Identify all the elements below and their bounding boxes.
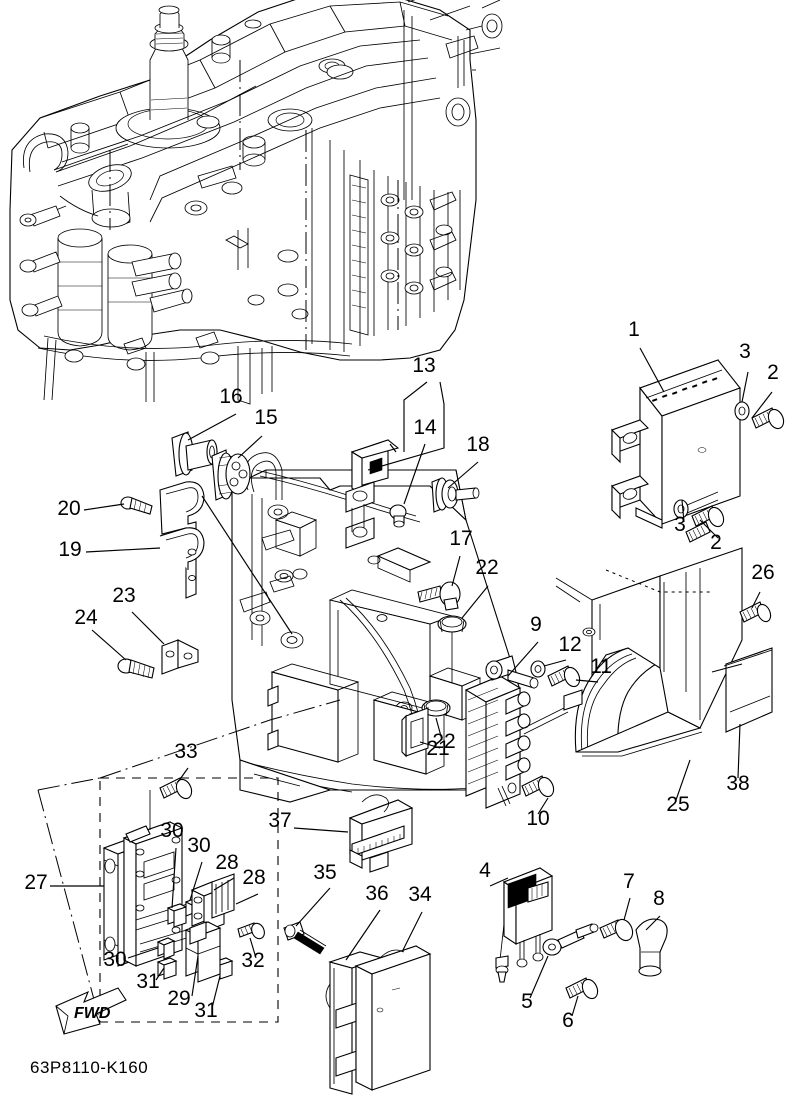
callout-36: 36 <box>365 882 388 905</box>
callout-20: 20 <box>57 497 80 520</box>
callout-3b: 3 <box>674 513 686 536</box>
part-14-grommet <box>389 504 407 528</box>
part-22-clamp-lower <box>421 699 451 717</box>
part-12-washer <box>530 660 546 678</box>
part-30-fuse-c <box>156 937 176 960</box>
callout-31a: 31 <box>136 970 159 993</box>
callout-30b: 30 <box>187 834 210 857</box>
part-9-ignition-coil-unit <box>464 655 583 809</box>
leader-38 <box>711 663 743 673</box>
callout-31b: 31 <box>194 999 217 1022</box>
part-29-relay <box>184 921 222 983</box>
part-4-starter-relay <box>495 867 554 983</box>
part-2-bolt-lower <box>691 505 725 528</box>
part-21-grommet <box>401 707 429 758</box>
callout-5: 5 <box>521 990 533 1013</box>
callout-11: 11 <box>590 655 612 678</box>
callout-25: 25 <box>666 793 689 816</box>
part-1-ecu-unit <box>610 359 741 529</box>
callout-35: 35 <box>313 861 336 884</box>
part-31-fuse-holder-a <box>156 957 178 980</box>
part-11-bolt <box>547 665 581 688</box>
callout-14: 14 <box>413 416 437 439</box>
callout-1: 1 <box>628 318 640 341</box>
callout-34: 34 <box>408 883 432 906</box>
fuse-box-detail-frame <box>37 699 341 1023</box>
callout-13: 13 <box>412 354 435 377</box>
part-2-bolt-cover <box>685 521 711 543</box>
part-34-rectifier-regulator <box>354 945 432 1091</box>
callout-4: 4 <box>479 859 491 882</box>
callout-24: 24 <box>74 606 98 629</box>
callout-30c: 30 <box>103 948 126 971</box>
part-27-fuse-box-assembly <box>102 790 201 967</box>
part-23-angle-bracket <box>161 639 199 675</box>
callout-15: 15 <box>254 406 277 429</box>
callout-30a: 30 <box>160 819 183 842</box>
callout-3a: 3 <box>739 340 751 363</box>
callout-2b: 2 <box>710 531 722 554</box>
part-26-screw <box>739 601 772 623</box>
part-28-relay-b <box>211 873 235 919</box>
part-25-seal <box>555 547 743 757</box>
part-30-fuse-a <box>166 903 188 928</box>
part-37-connector-housing <box>348 794 414 873</box>
part-38-label-plate <box>723 647 773 733</box>
part-19-hose-clamps <box>159 481 205 599</box>
callout-16: 16 <box>219 385 242 408</box>
engine-block-illustration <box>9 0 503 405</box>
part-8-terminal-cap <box>635 918 668 977</box>
part-6-bolt <box>565 977 599 1000</box>
callout-19: 19 <box>58 538 81 561</box>
callout-32: 32 <box>241 949 264 972</box>
part-32-screw <box>237 922 265 940</box>
part-17-bolt-washer <box>417 581 461 611</box>
callout-27: 27 <box>24 871 47 894</box>
callout-18: 18 <box>466 433 489 456</box>
callout-23: 23 <box>112 584 135 607</box>
callout-26: 26 <box>751 561 774 584</box>
callout-6: 6 <box>562 1009 574 1032</box>
callout-21: 21 <box>426 737 449 760</box>
callout-28b: 28 <box>242 866 265 889</box>
callout-numbers: 1 2 2 3 3 4 5 6 7 8 9 10 11 12 13 14 15 … <box>24 318 779 1032</box>
callout-9: 9 <box>530 613 542 636</box>
part-10-bolt <box>507 775 555 798</box>
part-7-bolt <box>599 918 634 942</box>
leader-lines <box>50 347 773 1017</box>
diagram-part-number: 63P8110-K160 <box>30 1058 148 1077</box>
callout-37: 37 <box>268 809 291 832</box>
fwd-label: FWD <box>74 1005 111 1022</box>
part-36-bracket <box>325 951 384 1095</box>
part-15-rubber-mount <box>211 449 251 501</box>
part-22-clamp-upper <box>437 615 467 633</box>
callout-2a: 2 <box>767 361 779 384</box>
part-5-ring-terminal <box>542 923 599 956</box>
fwd-arrow-marker: FWD <box>55 987 127 1035</box>
part-3-washer-upper <box>734 401 750 421</box>
callout-22a: 22 <box>475 556 498 579</box>
part-18-rubber-mount <box>431 477 480 513</box>
callout-33: 33 <box>174 740 197 763</box>
callout-29: 29 <box>167 987 190 1010</box>
callout-7: 7 <box>623 870 635 893</box>
part-33-screw <box>159 777 193 800</box>
callout-38: 38 <box>726 772 749 795</box>
callout-12: 12 <box>558 633 581 656</box>
callout-10: 10 <box>526 807 549 830</box>
part-20-screw <box>120 496 153 515</box>
callout-28a: 28 <box>215 851 238 874</box>
part-2-bolt-upper <box>751 407 785 430</box>
part-35-lead-terminal <box>283 921 327 955</box>
part-24-screw <box>117 658 155 679</box>
callout-8: 8 <box>653 887 665 910</box>
callout-17: 17 <box>449 527 472 550</box>
callout-22b: 22 <box>432 730 455 753</box>
